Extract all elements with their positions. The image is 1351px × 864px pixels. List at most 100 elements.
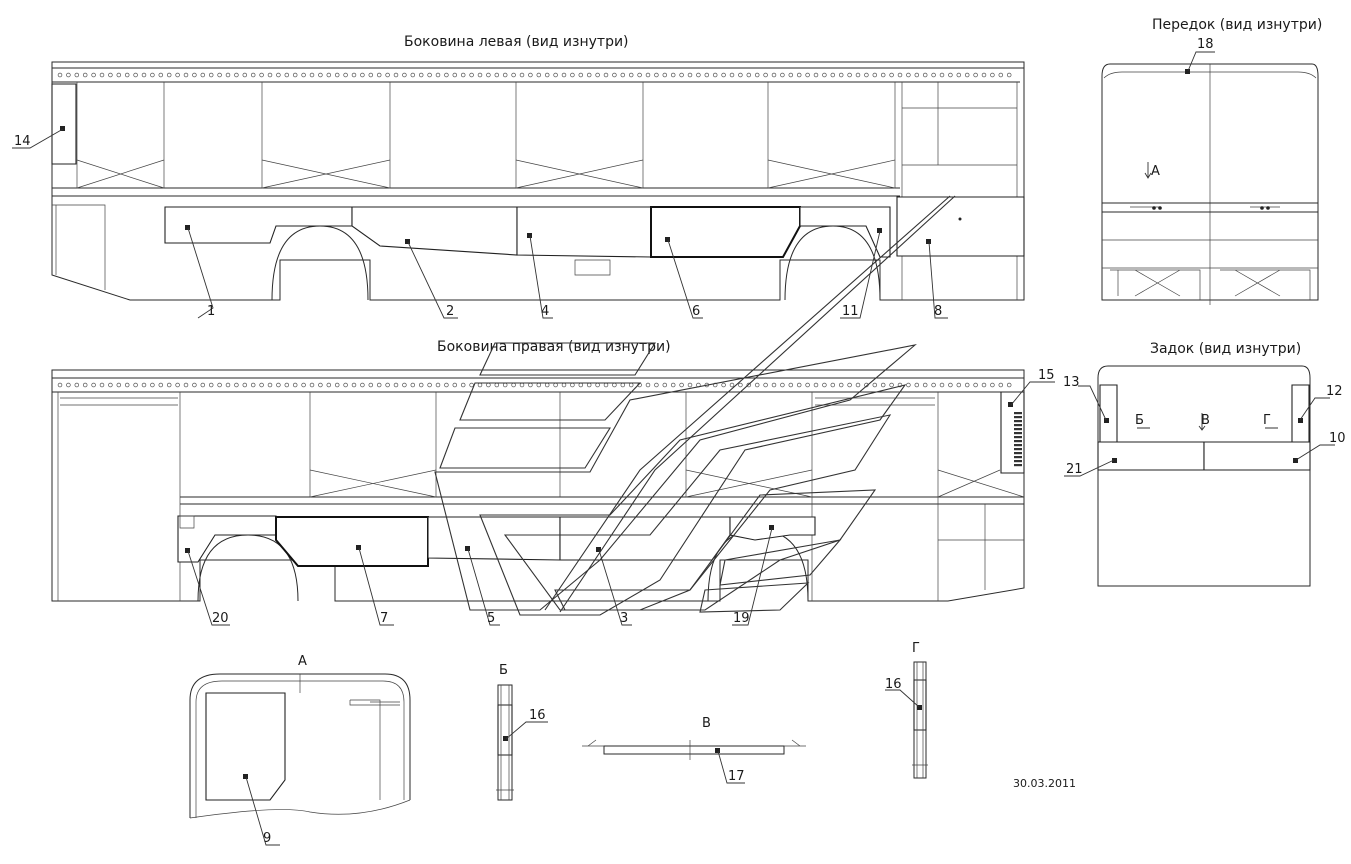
rivet [477,72,483,78]
rivet [124,72,130,78]
label-3: 3 [620,611,628,626]
rivet [208,382,214,388]
rivet [939,72,945,78]
rivet [570,72,575,78]
rivet [889,72,894,78]
rivet [427,382,432,388]
rivet [998,72,1004,78]
rivet [922,72,928,78]
rivet [494,382,500,388]
rivet [284,382,290,388]
rivet [410,382,416,388]
panel-15-vents [1014,412,1022,467]
rivet [964,72,970,78]
rivet [82,72,88,78]
rivet [805,382,810,388]
rivet [738,382,743,388]
rivet [166,72,172,78]
rivet [654,382,659,388]
rivet [427,72,432,78]
rivet [620,382,626,388]
rivet [309,382,315,388]
view-g-marker: Г [1263,413,1271,428]
rivet [242,382,248,388]
rear-view: Задок (вид изнутри) 13 12 21 10 Б В Г [1063,341,1346,587]
rivet [763,72,768,78]
panel-2 [351,206,518,256]
rivet [838,382,844,388]
rivet [628,72,634,78]
panel-10 [1203,441,1311,471]
right-side-view: Боковина правая (вид изнутри) [51,339,1055,626]
rivet [284,72,290,78]
detail-b: Б 16 [496,663,548,801]
rivet [200,72,206,78]
rivet [351,382,357,388]
detail-v: В 17 [582,716,806,784]
rivet [847,382,852,388]
view-b-marker: Б [1135,413,1144,428]
rivet [872,72,878,78]
label-17: 17 [728,769,745,784]
rivet [502,382,508,388]
rivet [906,72,911,78]
rivet [183,382,189,388]
brand-stripes-logo [434,195,956,616]
rivet [141,382,147,388]
rivet [939,382,945,388]
label-7: 7 [380,611,388,626]
rivet [276,382,281,388]
rivet [712,72,718,78]
rivet [746,72,752,78]
rivet [477,382,483,388]
rivet [612,72,617,78]
rivet [116,72,122,78]
rivet [536,382,542,388]
rivet [780,72,785,78]
rivet [326,382,332,388]
rivet [906,382,911,388]
rivet [914,72,920,78]
rivet [217,72,222,78]
rivet [66,72,71,78]
rivet [729,382,735,388]
rivet [880,72,886,78]
rivet [990,72,995,78]
label-8: 8 [934,304,942,319]
rear-title: Задок (вид изнутри) [1150,341,1301,357]
rivet [838,72,844,78]
rivet [570,382,575,388]
rivet [771,382,777,388]
rivet [553,72,558,78]
rivet [267,72,273,78]
rivet [981,382,987,388]
rivet [385,382,390,388]
vent-slot [1014,456,1022,459]
rivet [586,72,592,78]
rivet [402,382,407,388]
rivet [561,72,567,78]
rivet [276,72,281,78]
rivet [133,382,138,388]
rivet [696,72,701,78]
rivet [519,72,525,78]
rivet [91,382,96,388]
rivet [74,72,80,78]
rivet [670,72,676,78]
view-a-marker: А [1151,164,1160,179]
right-side-title: Боковина правая (вид изнутри) [437,339,671,355]
rivet [200,382,206,388]
rivet [99,382,105,388]
rivet [217,382,222,388]
rivet [469,72,474,78]
rivet [595,72,600,78]
label-11: 11 [842,304,859,319]
rivet [897,382,903,388]
front-view: Передок (вид изнутри) 18 А [1101,17,1322,305]
rivet [1006,382,1012,388]
label-15: 15 [1038,368,1055,383]
rivet [771,72,777,78]
rivet [351,72,357,78]
label-12: 12 [1326,384,1343,399]
